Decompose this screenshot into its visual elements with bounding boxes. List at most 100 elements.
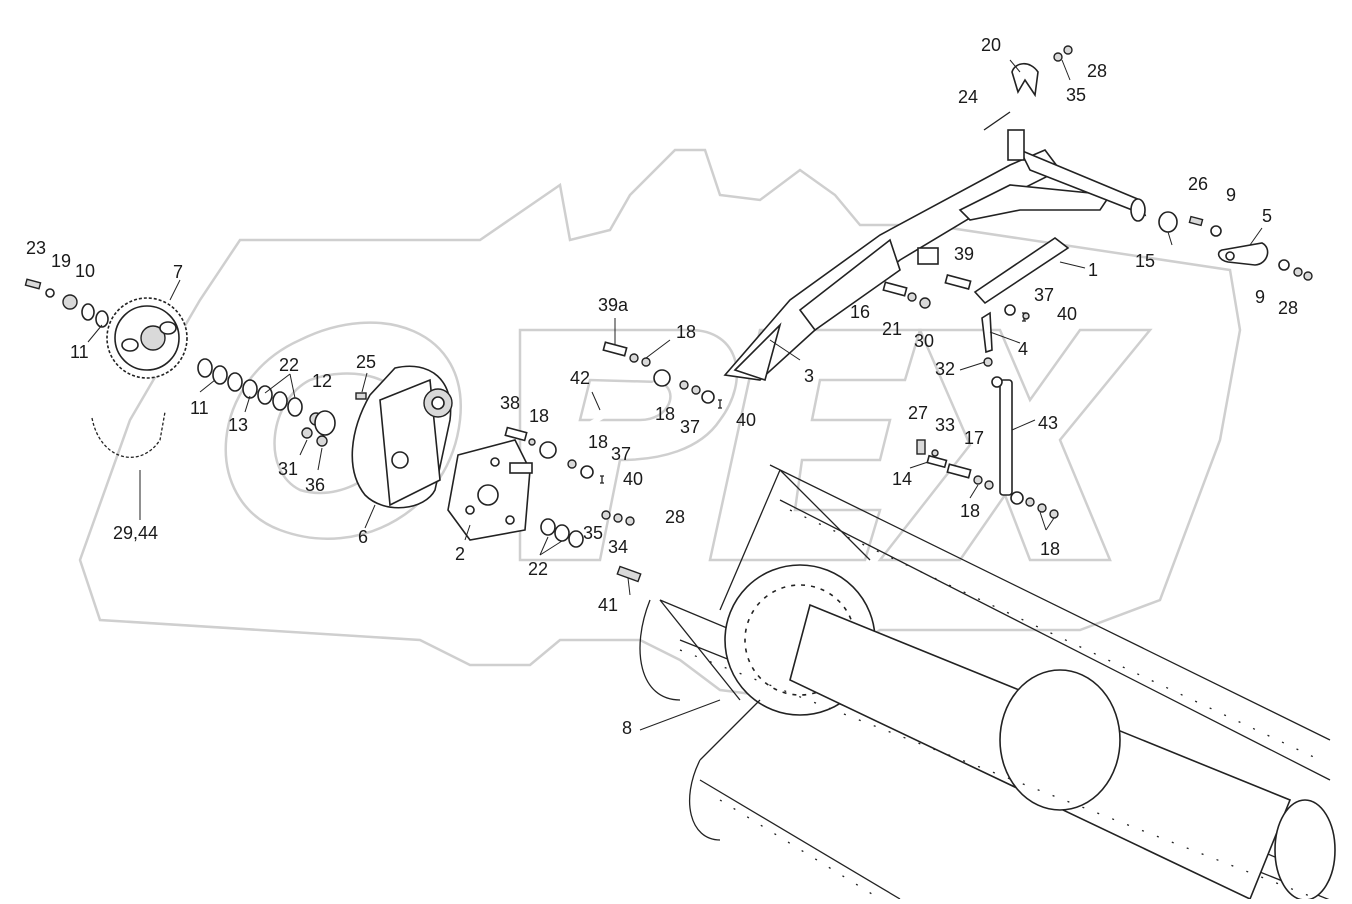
label-41: 41 — [598, 595, 618, 615]
washer-18-mid-b — [984, 480, 994, 490]
pin-17 — [946, 463, 972, 479]
label-28-top: 28 — [1087, 61, 1107, 81]
leader-13 — [244, 395, 251, 413]
label-37-mid: 37 — [680, 417, 700, 437]
middle-pins — [916, 439, 994, 490]
cylinder-42-eye-bottom — [539, 441, 557, 459]
leader-22b-2 — [539, 540, 563, 556]
housing-hole — [391, 451, 409, 469]
label-11-right: 11 — [190, 398, 209, 418]
washer-18-d — [567, 459, 577, 469]
label-20: 20 — [981, 35, 1001, 55]
motor-shaft — [431, 396, 445, 410]
top-bracket-assembly — [983, 45, 1073, 131]
reel-disc-right — [1274, 799, 1336, 901]
leader-22b-1 — [539, 536, 549, 556]
leader-18a — [645, 339, 671, 359]
label-3: 3 — [804, 366, 814, 386]
label-18-lower: 18 — [588, 432, 608, 452]
label-40-upper: 40 — [1057, 304, 1077, 324]
cylinder-42-eye-top — [653, 369, 671, 387]
reel-spokes — [659, 469, 871, 761]
label-32: 32 — [935, 359, 955, 379]
label-31: 31 — [278, 459, 298, 479]
reel-tine-left-bottom — [688, 759, 721, 841]
label-2: 2 — [455, 544, 465, 564]
washer-37-mid — [701, 390, 715, 404]
washer-32 — [983, 357, 993, 367]
leader-41 — [627, 577, 631, 596]
label-15: 15 — [1135, 251, 1155, 271]
plate-2 — [447, 439, 533, 541]
bearing-22-c — [287, 397, 303, 417]
washer-19 — [45, 288, 55, 298]
arm-3-top-lug — [1007, 129, 1025, 161]
washer-11-left-b — [95, 310, 109, 328]
pin-38 — [504, 426, 528, 442]
leader-7 — [169, 279, 181, 301]
label-23: 23 — [26, 238, 46, 258]
reel-bar-top-2 — [779, 499, 1331, 781]
arm-3-bracket — [958, 184, 1112, 221]
label-10: 10 — [75, 261, 95, 281]
arm-3-tube-end — [1130, 198, 1146, 222]
leader-42 — [591, 391, 601, 411]
label-17: 17 — [964, 428, 984, 448]
sprocket-assembly — [24, 278, 367, 458]
nut-28-lower — [625, 516, 635, 526]
washer-9-top — [1210, 225, 1222, 237]
arm-3-end — [733, 322, 782, 382]
nut-31-a — [301, 427, 313, 439]
washer-18-b — [641, 357, 651, 367]
leader-43 — [1011, 419, 1036, 431]
leader-2 — [464, 524, 471, 541]
label-18-mid: 18 — [655, 404, 675, 424]
cylinder-42-inner — [546, 375, 667, 453]
lever-5-hole — [1225, 251, 1235, 261]
link-1-assembly — [882, 237, 1070, 322]
reel-bar-top — [769, 464, 1331, 741]
leader-22a-2 — [289, 373, 296, 399]
label-9-top: 9 — [1226, 185, 1236, 205]
reel-bar-bottom — [699, 779, 901, 900]
sprocket-hub — [140, 325, 166, 351]
cotter-40-lower — [600, 475, 604, 484]
reel-8 — [639, 464, 1336, 901]
cylinder-43-assembly — [981, 311, 1059, 519]
washer-11-right-a — [197, 358, 213, 378]
sprocket-hole-b — [159, 321, 177, 335]
label-33: 33 — [935, 415, 955, 435]
label-13: 13 — [228, 415, 248, 435]
label-29-44: 29,44 — [113, 523, 158, 543]
label-1: 1 — [1088, 260, 1098, 280]
ring-13 — [242, 379, 258, 399]
cylinder-43-top — [991, 376, 1003, 388]
leader-18f-2 — [1045, 517, 1055, 531]
washer-37-lower — [580, 465, 594, 479]
washer-18-c — [528, 438, 536, 446]
bearing-22-lower-b — [554, 524, 570, 542]
watermark-logo — [78, 148, 1242, 702]
part-labels: 23 19 10 7 11 11 22 12 13 25 31 36 6 29,… — [26, 35, 1298, 738]
label-24: 24 — [958, 87, 978, 107]
cylinder-43 — [999, 379, 1013, 496]
housing-6 — [351, 365, 453, 509]
label-22-lower: 22 — [528, 559, 548, 579]
seal-12 — [314, 410, 336, 436]
label-18-left: 18 — [529, 406, 549, 426]
plate-2-hole-a — [465, 505, 475, 515]
housing-6-plate — [379, 378, 441, 507]
cotter-40-mid — [718, 399, 722, 409]
washer-18-right-c — [1049, 509, 1059, 519]
label-38: 38 — [500, 393, 520, 413]
label-28-lower: 28 — [665, 507, 685, 527]
leader-lines — [87, 59, 1263, 731]
leader-8 — [639, 699, 721, 731]
label-12: 12 — [312, 371, 332, 391]
bearing-22-lower-c — [568, 530, 584, 548]
washer-11-right-c — [227, 372, 243, 392]
reel-disc-mid — [999, 669, 1121, 811]
plate-2-hole-c — [490, 457, 500, 467]
washer-33 — [931, 449, 939, 457]
